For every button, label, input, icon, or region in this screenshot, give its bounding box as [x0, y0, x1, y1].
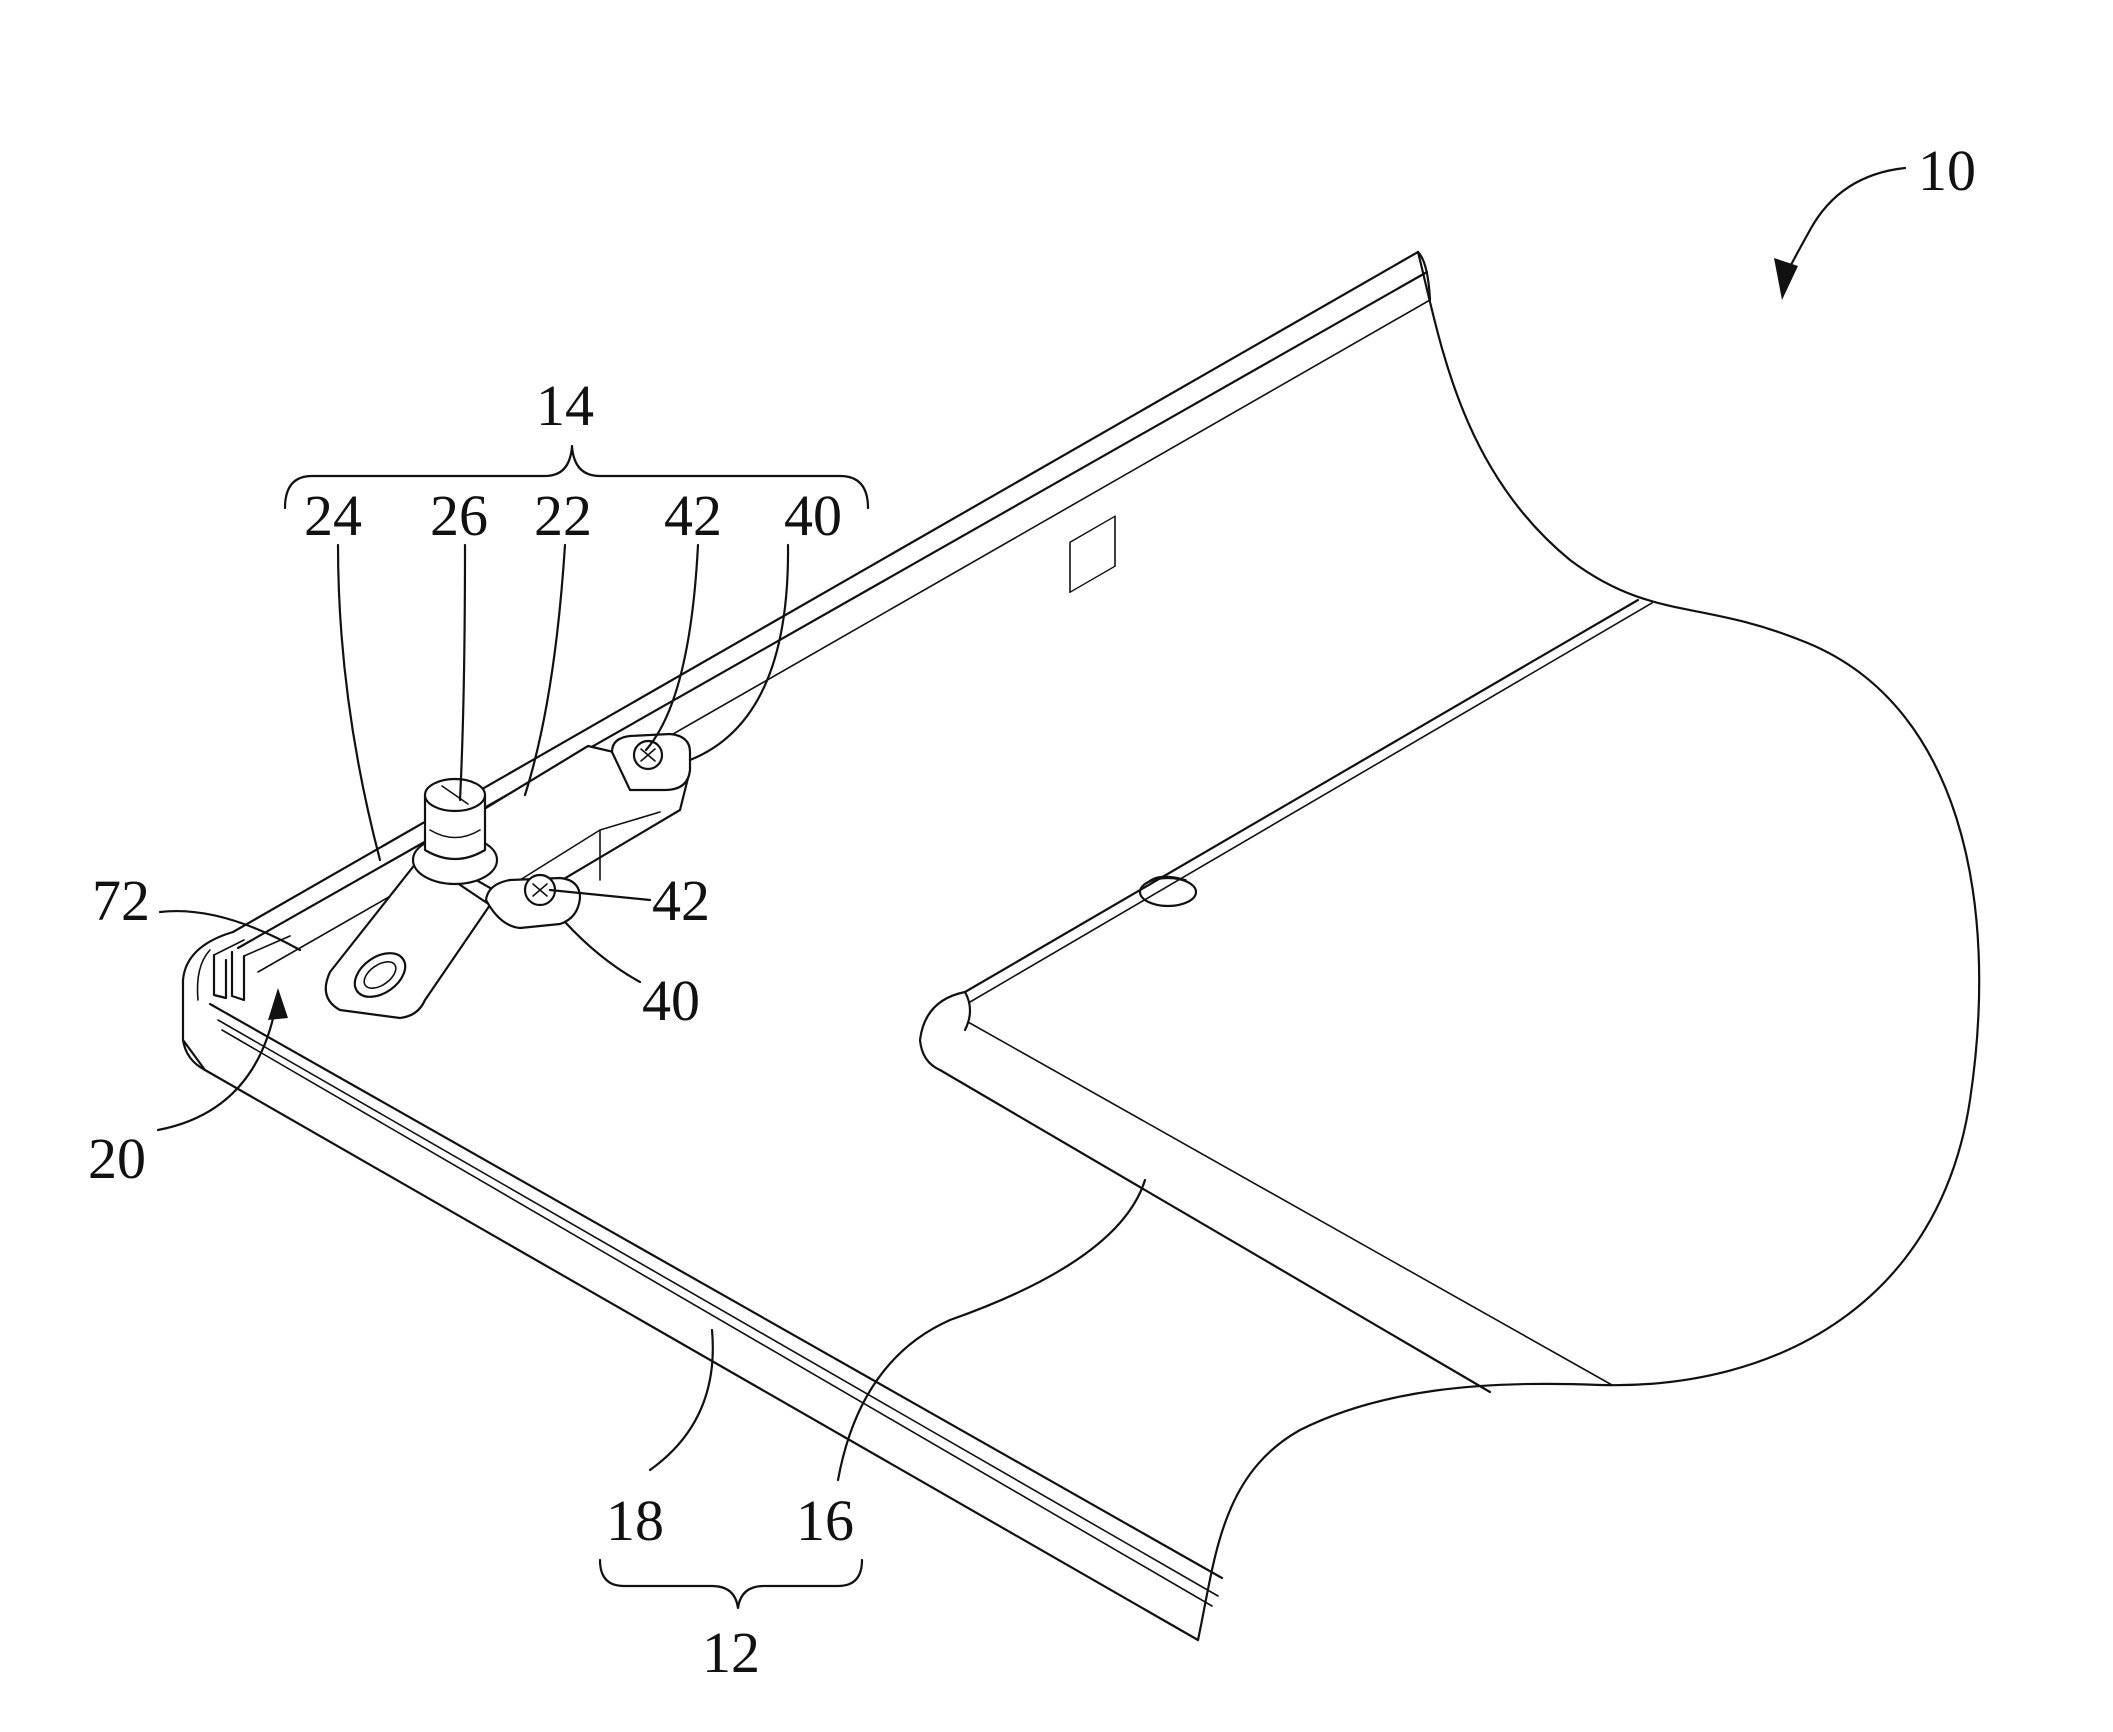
- label-tab-lower: 40: [642, 968, 700, 1033]
- label-housing: 12: [702, 1620, 760, 1685]
- group-braces: [285, 446, 868, 1608]
- label-device: 10: [1918, 138, 1976, 203]
- label-knob: 26: [430, 483, 488, 548]
- label-corner: 20: [88, 1126, 146, 1191]
- label-frame: 18: [606, 1488, 664, 1553]
- corner-arrow-icon: [268, 988, 288, 1020]
- label-screw-upper: 42: [664, 483, 722, 548]
- label-panel: 16: [796, 1488, 854, 1553]
- label-bracket: 22: [534, 483, 592, 548]
- label-tab-upper: 40: [784, 483, 842, 548]
- label-arm: 24: [304, 483, 362, 548]
- pointer-arrow-icon: [1774, 258, 1798, 300]
- label-slot-edge: 72: [92, 868, 150, 933]
- bracket-assembly: [326, 516, 1115, 1018]
- reference-numerals: 10 14 24 26 22 42 40 42 40 72 20 18 16 1…: [88, 138, 1976, 1685]
- label-screw-lower: 42: [652, 868, 710, 933]
- label-bracket-assembly: 14: [536, 373, 594, 438]
